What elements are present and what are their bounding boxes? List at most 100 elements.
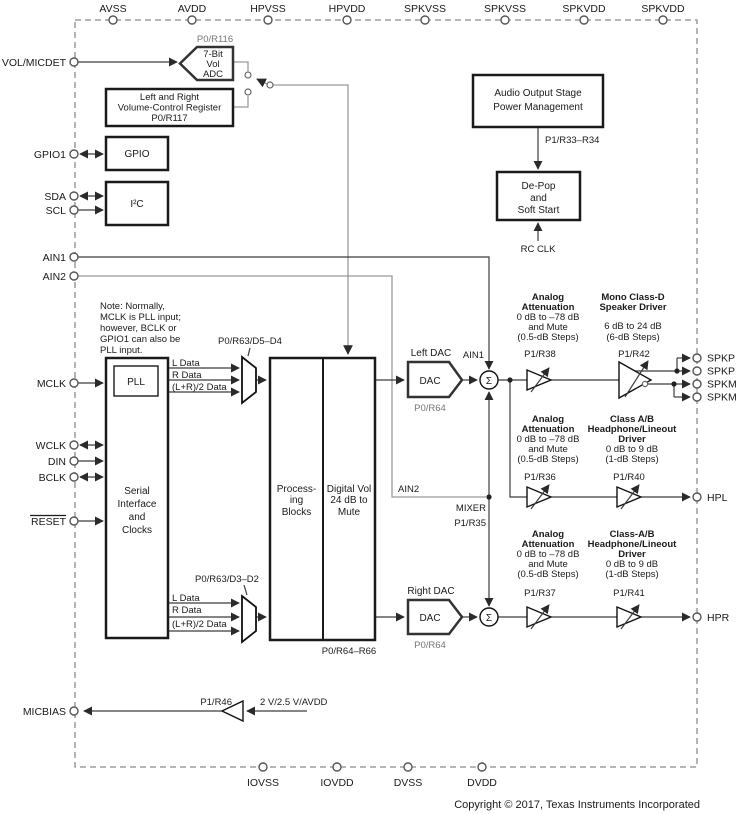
pin-scl — [69, 205, 79, 215]
audio-power-register-label: P1/R33–R34 — [545, 135, 599, 146]
pin-label-spkm-2: SPKM — [707, 392, 737, 404]
stage-att2-spec: 0 dB to –78 dB — [517, 434, 580, 445]
switch-contact-adc — [244, 71, 252, 79]
pin-label-avdd: AVDD — [178, 3, 207, 15]
junction-ain2-mixer — [486, 494, 492, 500]
pin-dvdd — [477, 762, 487, 772]
block-audio-power — [471, 73, 605, 129]
block-serial-interface — [104, 356, 170, 640]
amp-attenuation-spk — [526, 368, 553, 392]
data-line-label: L Data — [172, 593, 200, 604]
var-gain-arrow — [530, 484, 550, 510]
pin-circles — [69, 15, 702, 772]
stage-spk-spec: 6 dB to 24 dB — [604, 321, 662, 332]
digital-vol-text: 24 dB to — [330, 495, 368, 506]
vol-register-text: Volume-Control Register — [118, 103, 222, 114]
block-i2c — [104, 180, 170, 227]
pin-spkm-1 — [692, 379, 702, 389]
vol-register-text: Left and Right — [140, 92, 200, 103]
adc-register-label: P0/R116 — [197, 34, 233, 45]
pin-label-hpl: HPL — [707, 492, 728, 504]
amp-classd-driver — [618, 360, 653, 400]
mux-bottom-register-label: P0/R63/D3–D2 — [195, 574, 259, 585]
stage-hpr-header: Headphone/Lineout — [588, 539, 678, 550]
pin-label-gpio1: GPIO1 — [34, 149, 66, 161]
pin-label-hpr: HPR — [707, 612, 730, 624]
pin-label-hpvss: HPVSS — [250, 3, 286, 15]
block-vol-register — [104, 87, 235, 128]
pin-hpvdd — [342, 15, 352, 25]
adc-text: ADC — [203, 69, 223, 80]
mixer-register-label: P1/R35 — [454, 518, 486, 529]
switch-pole — [266, 81, 274, 89]
pin-avss — [108, 15, 118, 25]
ain1-net-label: AIN1 — [463, 350, 484, 361]
pin-label-spkp-1: SPKP — [707, 353, 735, 365]
stage-att2-register: P1/R36 — [524, 472, 556, 483]
stage-spk-header: Mono Class-D — [601, 292, 664, 303]
pin-label-wclk: WCLK — [36, 440, 66, 452]
sum-mixer-right — [479, 607, 499, 627]
block-pll — [113, 365, 159, 397]
block-vol-adc — [178, 45, 235, 82]
depop-text: De-Pop — [522, 181, 556, 192]
data-line-label: (L+R)/2 Data — [172, 619, 227, 630]
pin-wclk — [69, 440, 79, 450]
data-line-label: R Data — [172, 370, 202, 381]
junction-sum1-out — [507, 377, 513, 383]
left-dac-title: Left DAC — [411, 348, 452, 359]
wire-ain2-route — [78, 275, 486, 498]
pll-label: PLL — [127, 377, 145, 388]
data-line-label: L Data — [172, 358, 200, 369]
stage-att1-spec: (0.5-dB Steps) — [517, 332, 578, 343]
stage-hpl-spec: (1-dB Steps) — [605, 454, 658, 465]
junction-spkp — [674, 368, 680, 374]
pin-label-dvdd: DVDD — [467, 777, 497, 789]
copyright-text: Copyright © 2017, Texas Instruments Inco… — [454, 799, 700, 811]
pin-hpr — [692, 612, 702, 622]
switch-contact-register — [244, 88, 252, 96]
stage-hpl-header: Headphone/Lineout — [588, 424, 678, 435]
adc-text: Vol — [206, 59, 219, 70]
pin-label-sda: SDA — [44, 191, 66, 203]
note-text: Note: Normally, — [100, 301, 165, 312]
pin-label-spkvss-2: SPKVSS — [484, 3, 526, 15]
left-dac-label: DAC — [419, 376, 440, 387]
note-text: GPIO1 can also be — [100, 334, 180, 345]
var-gain-arrow — [530, 367, 550, 393]
stage-spk-spec: (6-dB Steps) — [606, 332, 659, 343]
ain2-net-label: AIN2 — [398, 484, 419, 495]
stage-att1-header: Attenuation — [522, 302, 575, 313]
gpio-label: GPIO — [124, 149, 149, 160]
stage-spk-header: Speaker Driver — [599, 302, 666, 313]
stage-hpr-spec: 0 dB to 9 dB — [606, 559, 658, 570]
stage-hpl-register: P1/R40 — [613, 472, 645, 483]
mux-top — [241, 355, 257, 405]
pin-label-mclk: MCLK — [37, 378, 66, 390]
stage-spk-register: P1/R42 — [618, 349, 650, 360]
right-dac-label: DAC — [419, 613, 440, 624]
depop-text: Soft Start — [518, 205, 560, 216]
stage-att3-register: P1/R37 — [524, 588, 556, 599]
stage-att1-register: P1/R38 — [524, 349, 556, 360]
wire-vol-to-digvol — [273, 84, 353, 355]
amp-micbias — [220, 699, 244, 723]
pin-spkp-1 — [692, 353, 702, 363]
serial-text: Serial — [124, 486, 150, 497]
pin-volmicdet — [69, 57, 79, 67]
micbias-register-label: P1/R46 — [200, 697, 232, 708]
pin-label-iovss: IOVSS — [247, 777, 279, 789]
var-gain-arrow — [620, 484, 640, 510]
pin-avdd — [187, 15, 197, 25]
data-line-label: R Data — [172, 605, 202, 616]
pin-label-avss: AVSS — [99, 3, 126, 15]
amp-attenuation-hpl — [526, 485, 553, 509]
stage-hpr-header: Class-A/B — [610, 529, 655, 540]
wire-vol-switch-stubs — [233, 61, 249, 108]
pin-label-ain1: AIN1 — [43, 252, 67, 264]
stage-att3-spec: 0 dB to –78 dB — [517, 549, 580, 560]
stage-att2-spec: (0.5-dB Steps) — [517, 454, 578, 465]
micbias-input-label: 2 V/2.5 V/AVDD — [260, 697, 328, 708]
pin-gpio1 — [69, 149, 79, 159]
